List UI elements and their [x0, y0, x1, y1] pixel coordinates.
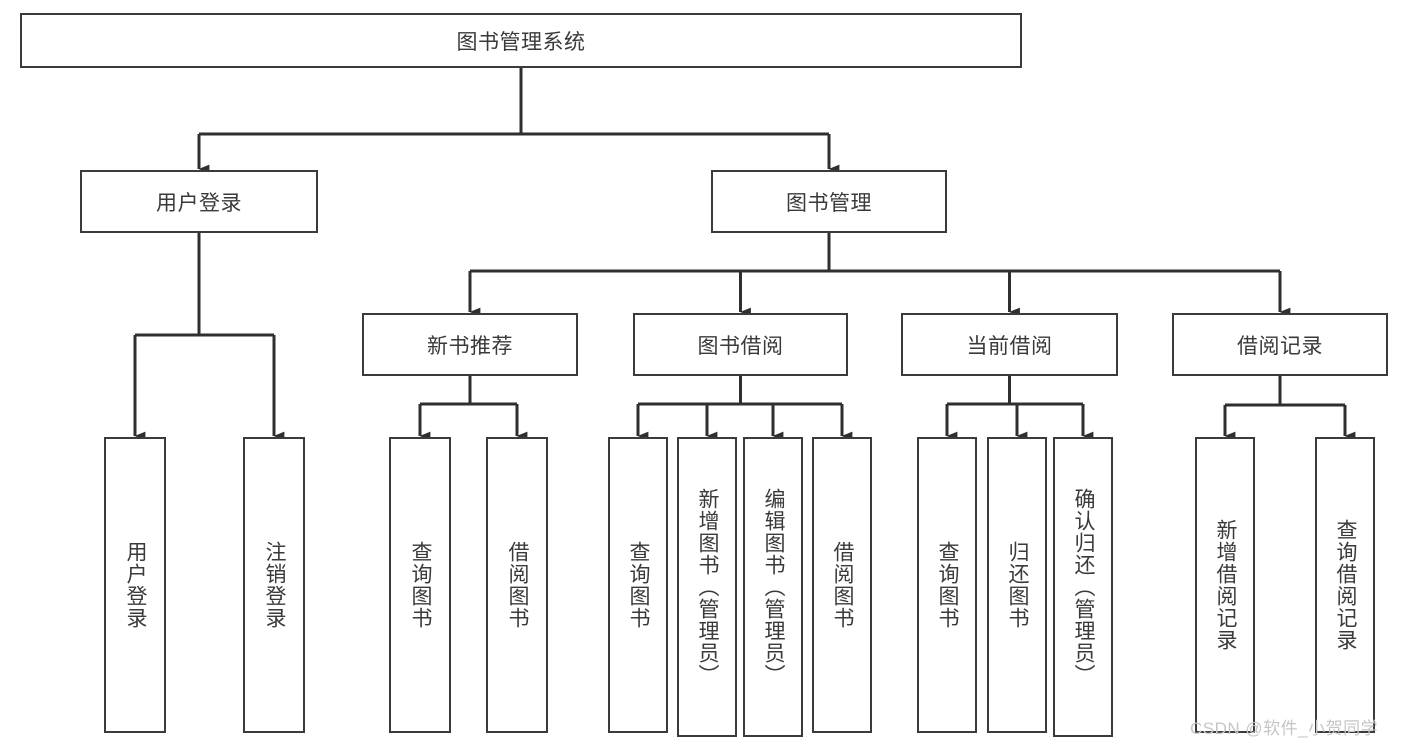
- node-label: 新书推荐: [427, 334, 513, 358]
- leaf-leaf_borrow_book_2[interactable]: 借阅图书: [812, 437, 872, 733]
- node-label: 借阅记录: [1237, 334, 1323, 358]
- node-label: 新增借阅记录: [1214, 519, 1238, 651]
- node-book_borrow[interactable]: 图书借阅: [633, 313, 848, 376]
- node-label: 编辑图书（管理员）: [762, 488, 786, 686]
- leaf-leaf_edit_book[interactable]: 编辑图书（管理员）: [743, 437, 803, 737]
- leaf-leaf_add_book[interactable]: 新增图书（管理员）: [677, 437, 737, 737]
- node-label: 借阅图书: [506, 541, 530, 629]
- leaf-leaf_query_book_2[interactable]: 查询图书: [608, 437, 668, 733]
- node-label: 借阅图书: [831, 541, 855, 629]
- node-label: 查询图书: [409, 541, 433, 629]
- node-label: 查询图书: [936, 541, 960, 629]
- node-label: 用户登录: [124, 541, 148, 629]
- leaf-leaf_query_book_1[interactable]: 查询图书: [389, 437, 451, 733]
- node-label: 用户登录: [156, 191, 242, 215]
- node-label: 新增图书（管理员）: [696, 488, 720, 686]
- leaf-leaf_borrow_book_1[interactable]: 借阅图书: [486, 437, 548, 733]
- node-label: 归还图书: [1006, 541, 1030, 629]
- leaf-leaf_confirm_return[interactable]: 确认归还（管理员）: [1053, 437, 1113, 737]
- leaf-leaf_logout[interactable]: 注销登录: [243, 437, 305, 733]
- node-label: 图书管理系统: [456, 30, 586, 54]
- node-new_book_rec[interactable]: 新书推荐: [362, 313, 578, 376]
- node-label: 图书借阅: [697, 334, 784, 358]
- leaf-leaf_return_book[interactable]: 归还图书: [987, 437, 1047, 733]
- node-book_mgmt[interactable]: 图书管理: [711, 170, 947, 233]
- node-user_login[interactable]: 用户登录: [80, 170, 318, 233]
- leaf-leaf_add_record[interactable]: 新增借阅记录: [1195, 437, 1255, 733]
- node-label: 注销登录: [263, 541, 287, 629]
- watermark: CSDN @软件_小贺同学: [1190, 719, 1379, 738]
- node-label: 查询借阅记录: [1334, 519, 1358, 651]
- leaf-leaf_query_record[interactable]: 查询借阅记录: [1315, 437, 1375, 733]
- node-label: 图书管理: [786, 191, 872, 215]
- leaf-leaf_query_book_3[interactable]: 查询图书: [917, 437, 977, 733]
- node-label: 确认归还（管理员）: [1072, 488, 1096, 686]
- leaf-leaf_user_login[interactable]: 用户登录: [104, 437, 166, 733]
- node-borrow_record[interactable]: 借阅记录: [1172, 313, 1388, 376]
- node-label: 当前借阅: [966, 334, 1053, 358]
- node-label: 查询图书: [627, 541, 651, 629]
- node-current_borrow[interactable]: 当前借阅: [901, 313, 1118, 376]
- node-root[interactable]: 图书管理系统: [20, 13, 1022, 68]
